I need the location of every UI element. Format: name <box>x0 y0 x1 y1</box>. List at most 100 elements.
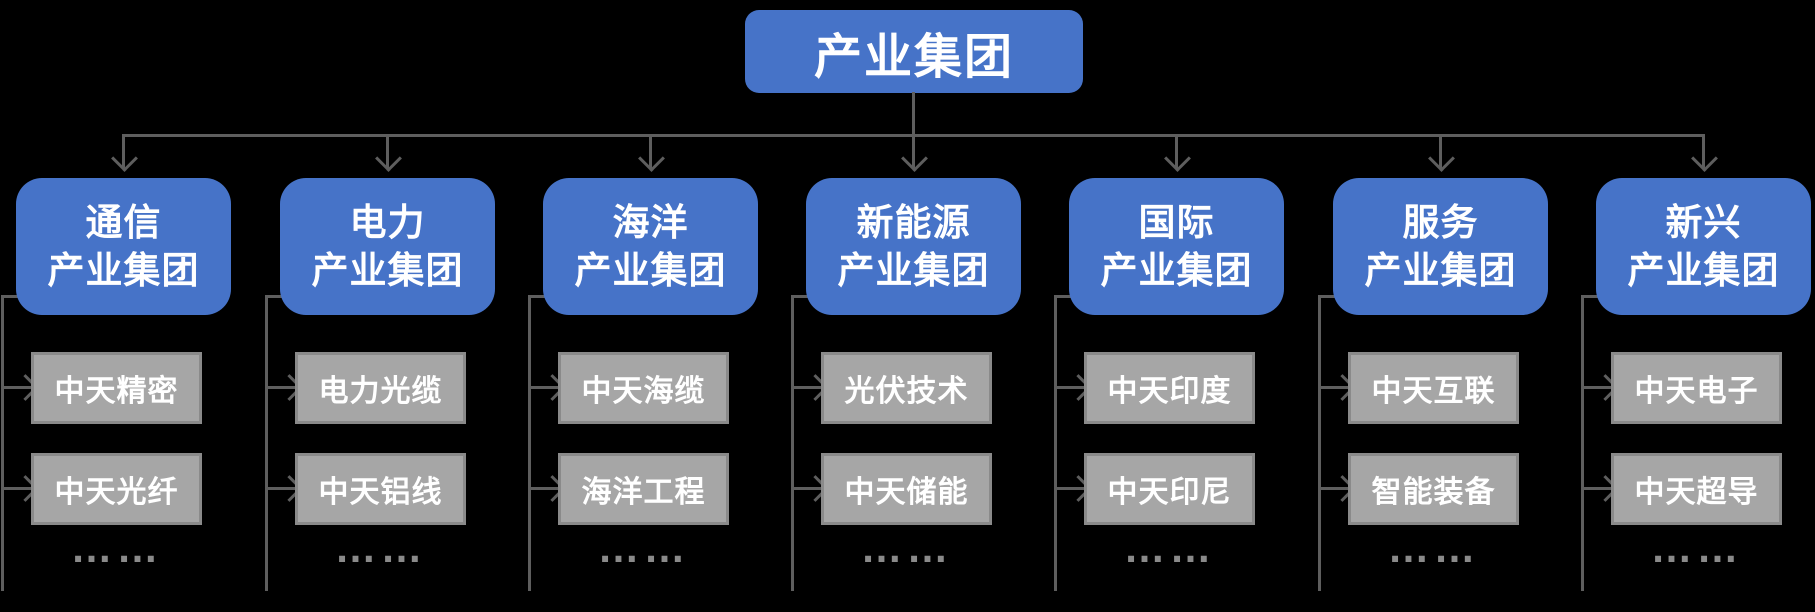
more-ellipsis: …… <box>860 528 953 571</box>
connector-branch <box>1055 487 1085 490</box>
group-node: 新能源 产业集团 <box>806 178 1021 315</box>
connector-elbow <box>1 295 18 298</box>
connector-rail <box>1581 295 1584 591</box>
subsidiary-node: 中天精密 <box>31 352 202 424</box>
connector-rail <box>1054 295 1057 591</box>
subsidiary-label: 中天印度 <box>1107 375 1232 408</box>
arrow-down-icon <box>111 145 138 172</box>
connector-branch <box>1582 487 1612 490</box>
connector-drop <box>912 134 915 168</box>
connector-drop <box>386 134 389 168</box>
connector-drop <box>122 134 125 168</box>
connector-drop <box>649 134 652 168</box>
connector-rail <box>265 295 268 591</box>
connector-rail <box>1318 295 1321 591</box>
subsidiary-node: 中天储能 <box>821 453 992 525</box>
subsidiary-node: 中天铝线 <box>295 453 466 525</box>
connector-elbow <box>1054 295 1071 298</box>
subsidiary-node: 中天印度 <box>1084 352 1255 424</box>
connector-drop <box>1175 134 1178 168</box>
subsidiary-node: 中天光纤 <box>31 453 202 525</box>
subsidiary-label: 电力光缆 <box>318 375 443 408</box>
arrow-down-icon <box>375 145 402 172</box>
org-column-4: 新能源 产业集团 光伏技术 中天储能 …… <box>791 0 1021 612</box>
arrow-down-icon <box>638 145 665 172</box>
group-title-line1: 国际 <box>1138 202 1215 244</box>
connector-drop <box>1439 134 1442 168</box>
more-ellipsis: …… <box>1387 528 1480 571</box>
more-ellipsis: …… <box>334 528 427 571</box>
root-node: 产业集团 <box>745 10 1083 93</box>
group-title-line2: 产业集团 <box>574 249 727 291</box>
group-title-line2: 产业集团 <box>1100 249 1253 291</box>
connector-branch <box>1319 386 1349 389</box>
org-column-1: 通信 产业集团 中天精密 中天光纤 …… <box>1 0 231 612</box>
subsidiary-label: 中天印尼 <box>1107 476 1232 509</box>
connector-rail <box>791 295 794 591</box>
connector-branch <box>792 386 822 389</box>
connector-branch <box>266 487 296 490</box>
connector-branch <box>266 386 296 389</box>
more-ellipsis: …… <box>1123 528 1216 571</box>
org-column-7: 新兴 产业集团 中天电子 中天超导 …… <box>1581 0 1811 612</box>
org-column-6: 服务 产业集团 中天互联 智能装备 …… <box>1318 0 1548 612</box>
arrow-down-icon <box>901 145 928 172</box>
subsidiary-node: 中天海缆 <box>558 352 729 424</box>
connector-branch <box>1319 487 1349 490</box>
arrow-down-icon <box>1164 145 1191 172</box>
more-ellipsis: …… <box>70 528 163 571</box>
group-title-line2: 产业集团 <box>1627 249 1780 291</box>
connector-branch <box>1582 386 1612 389</box>
subsidiary-label: 中天储能 <box>844 476 969 509</box>
org-column-3: 海洋 产业集团 中天海缆 海洋工程 …… <box>528 0 758 612</box>
group-title-line1: 新兴 <box>1665 202 1742 244</box>
more-ellipsis: …… <box>597 528 690 571</box>
root-node-label: 产业集团 <box>813 30 1014 84</box>
connector-branch <box>792 487 822 490</box>
more-ellipsis: …… <box>1650 528 1743 571</box>
connector-branch <box>529 487 559 490</box>
group-node: 国际 产业集团 <box>1069 178 1284 315</box>
subsidiary-node: 电力光缆 <box>295 352 466 424</box>
group-title-line2: 产业集团 <box>1364 249 1517 291</box>
connector-elbow <box>791 295 808 298</box>
group-title-line1: 电力 <box>349 202 426 244</box>
group-node: 新兴 产业集团 <box>1596 178 1811 315</box>
subsidiary-node: 中天超导 <box>1611 453 1782 525</box>
connector-drop <box>1702 134 1705 168</box>
connector-elbow <box>1581 295 1598 298</box>
subsidiary-node: 海洋工程 <box>558 453 729 525</box>
subsidiary-label: 海洋工程 <box>581 476 706 509</box>
connector-branch <box>1055 386 1085 389</box>
group-node: 电力 产业集团 <box>280 178 495 315</box>
arrow-down-icon <box>1691 145 1718 172</box>
connector-elbow <box>265 295 282 298</box>
group-title-line2: 产业集团 <box>837 249 990 291</box>
org-column-5: 国际 产业集团 中天印度 中天印尼 …… <box>1054 0 1284 612</box>
connector-elbow <box>1318 295 1335 298</box>
subsidiary-label: 中天铝线 <box>318 476 443 509</box>
connector-rail <box>528 295 531 591</box>
group-title-line1: 服务 <box>1402 202 1479 244</box>
subsidiary-node: 中天印尼 <box>1084 453 1255 525</box>
group-node: 海洋 产业集团 <box>543 178 758 315</box>
group-title-line1: 通信 <box>85 202 162 244</box>
connector-rail <box>1 295 4 591</box>
group-node: 服务 产业集团 <box>1333 178 1548 315</box>
connector-branch <box>2 487 32 490</box>
subsidiary-node: 智能装备 <box>1348 453 1519 525</box>
group-node: 通信 产业集团 <box>16 178 231 315</box>
subsidiary-node: 中天电子 <box>1611 352 1782 424</box>
group-title-line2: 产业集团 <box>47 249 200 291</box>
subsidiary-label: 中天电子 <box>1634 375 1759 408</box>
connector-branch <box>529 386 559 389</box>
connector-elbow <box>528 295 545 298</box>
subsidiary-node: 中天互联 <box>1348 352 1519 424</box>
subsidiary-label: 中天超导 <box>1634 476 1759 509</box>
connector-branch <box>2 386 32 389</box>
arrow-down-icon <box>1428 145 1455 172</box>
org-column-2: 电力 产业集团 电力光缆 中天铝线 …… <box>265 0 495 612</box>
subsidiary-label: 光伏技术 <box>844 375 969 408</box>
subsidiary-label: 中天海缆 <box>581 375 706 408</box>
